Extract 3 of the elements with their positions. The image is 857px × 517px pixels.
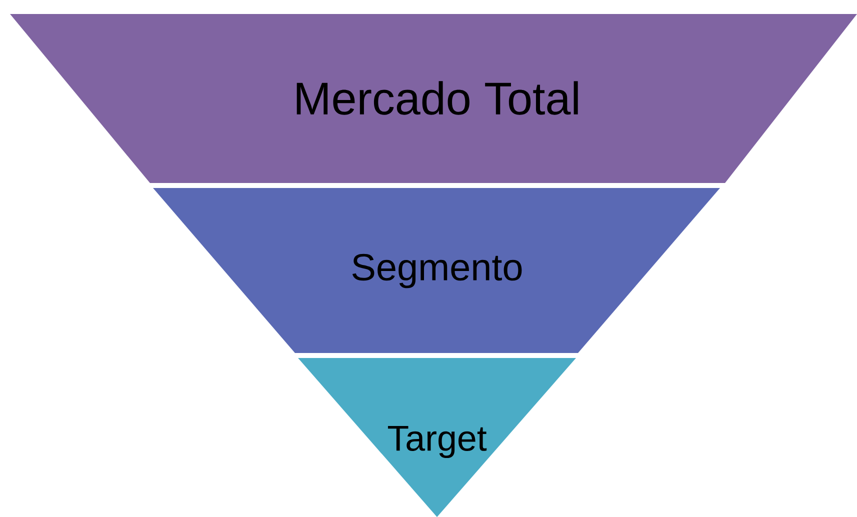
funnel-band: Mercado Total	[10, 14, 857, 183]
funnel-band: Segmento	[153, 188, 720, 353]
funnel-band: Target	[298, 358, 576, 517]
